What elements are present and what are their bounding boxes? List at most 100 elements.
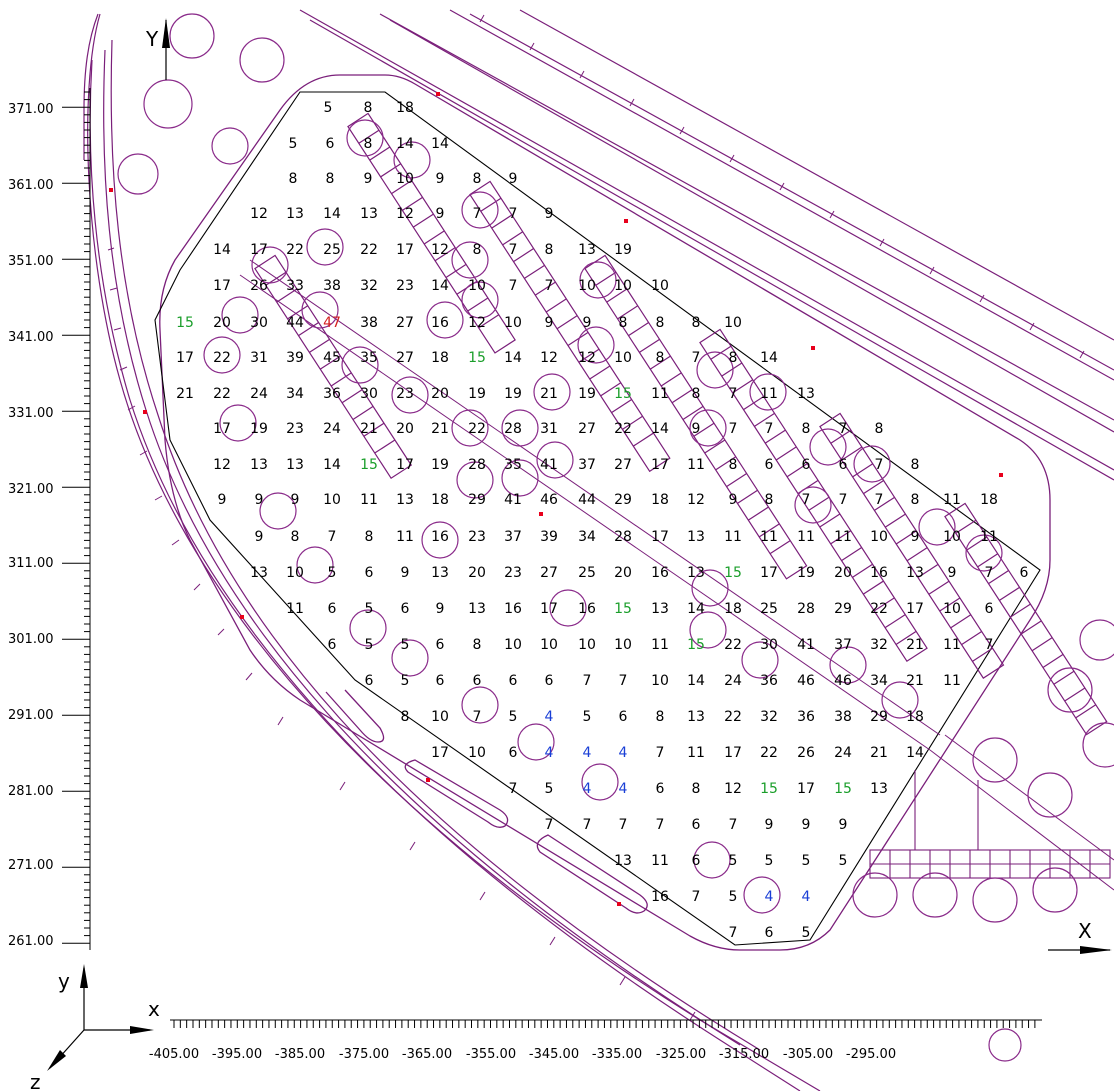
value-label: 7 <box>729 421 738 437</box>
value-label: 5 <box>401 637 410 653</box>
x-tick-label: -315.00 <box>719 1047 769 1062</box>
parking-lot-curb <box>159 74 1051 951</box>
value-label: 6 <box>509 745 518 761</box>
value-label: 18 <box>724 601 742 617</box>
value-label: 8 <box>729 350 738 366</box>
triad-x-label: x <box>148 997 160 1021</box>
value-label: 14 <box>651 421 669 437</box>
value-label: 9 <box>948 565 957 581</box>
value-label: 17 <box>651 457 669 473</box>
value-label: 8 <box>729 457 738 473</box>
value-label: 29 <box>614 492 632 508</box>
value-label: 41 <box>797 637 815 653</box>
value-label: 8 <box>765 492 774 508</box>
value-label: 10 <box>870 529 888 545</box>
value-label: 11 <box>360 492 378 508</box>
value-label: 7 <box>692 889 701 905</box>
value-label: 22 <box>870 601 888 617</box>
value-label: 17 <box>176 350 194 366</box>
value-label: 9 <box>364 171 373 187</box>
value-label: 22 <box>213 386 231 402</box>
left-road-hatch <box>107 247 696 1021</box>
value-label: 28 <box>468 457 486 473</box>
value-label: 15 <box>176 315 194 331</box>
value-label: 11 <box>651 637 669 653</box>
value-label: 26 <box>797 745 815 761</box>
value-label: 16 <box>504 601 522 617</box>
value-label: 6 <box>509 673 518 689</box>
value-label: 18 <box>431 492 449 508</box>
value-label: 35 <box>504 457 522 473</box>
value-label: 9 <box>436 171 445 187</box>
road-islands <box>325 689 648 914</box>
value-label: 9 <box>692 421 701 437</box>
value-label: 38 <box>360 315 378 331</box>
value-label: 22 <box>468 421 486 437</box>
x-tick-label: -305.00 <box>783 1047 833 1062</box>
value-label: 22 <box>724 637 742 653</box>
value-label: 25 <box>760 601 778 617</box>
value-label: 5 <box>839 853 848 869</box>
value-label: 9 <box>911 529 920 545</box>
parking-rows <box>254 112 1108 736</box>
value-label: 28 <box>614 529 632 545</box>
value-label: 14 <box>504 350 522 366</box>
value-label: 6 <box>839 457 848 473</box>
value-label: 10 <box>578 278 596 294</box>
value-label: 7 <box>619 817 628 833</box>
value-label: 11 <box>943 673 961 689</box>
x-tick-label: -345.00 <box>529 1047 579 1062</box>
value-label: 19 <box>614 242 632 258</box>
value-label: 10 <box>614 350 632 366</box>
value-label: 17 <box>213 421 231 437</box>
value-label: 6 <box>401 601 410 617</box>
value-label: 21 <box>870 745 888 761</box>
x-axis-label: X <box>1078 919 1092 943</box>
value-label: 13 <box>614 853 632 869</box>
coordinate-triad: y x z <box>30 964 160 1091</box>
y-ruler-ticks <box>62 91 90 944</box>
value-label: 36 <box>760 673 778 689</box>
value-label: 8 <box>473 171 482 187</box>
value-label: 23 <box>286 421 304 437</box>
value-label: 8 <box>365 529 374 545</box>
value-label: 20 <box>834 565 852 581</box>
value-label: 9 <box>583 315 592 331</box>
value-label: 5 <box>729 889 738 905</box>
value-label: 7 <box>545 278 554 294</box>
x-tick-label: -385.00 <box>275 1047 325 1062</box>
upper-right-road <box>299 9 1114 481</box>
value-label: 6 <box>692 817 701 833</box>
value-label: 13 <box>797 386 815 402</box>
value-label: 4 <box>545 745 554 761</box>
value-label: 11 <box>834 529 852 545</box>
value-label: 14 <box>396 136 414 152</box>
value-label: 22 <box>614 421 632 437</box>
value-label: 15 <box>724 565 742 581</box>
value-label: 17 <box>651 529 669 545</box>
value-label: 16 <box>431 315 449 331</box>
value-label: 7 <box>473 206 482 222</box>
value-label: 17 <box>213 278 231 294</box>
value-label: 6 <box>765 457 774 473</box>
value-label: 12 <box>431 242 449 258</box>
value-label: 27 <box>614 457 632 473</box>
value-label: 5 <box>583 709 592 725</box>
value-label: 27 <box>578 421 596 437</box>
value-label: 19 <box>578 386 596 402</box>
value-label: 6 <box>328 637 337 653</box>
value-label: 9 <box>545 206 554 222</box>
value-label: 44 <box>286 315 304 331</box>
x-tick-label: -295.00 <box>846 1047 896 1062</box>
value-label: 36 <box>323 386 341 402</box>
value-label: 13 <box>286 206 304 222</box>
value-label: 15 <box>687 637 705 653</box>
value-label: 7 <box>985 565 994 581</box>
value-label: 11 <box>651 386 669 402</box>
value-label: 6 <box>692 853 701 869</box>
value-label: 6 <box>1020 565 1029 581</box>
value-label: 7 <box>328 529 337 545</box>
value-label: 14 <box>687 673 705 689</box>
